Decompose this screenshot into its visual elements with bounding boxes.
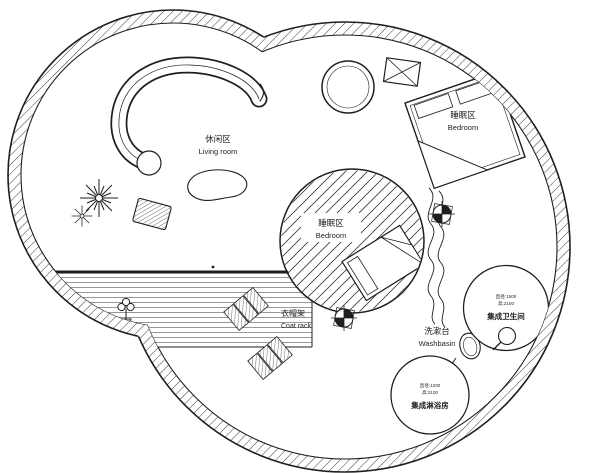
bedroom-upper-area: 睡眠区 Bedroom (404, 70, 526, 190)
small-plant-icon (71, 205, 93, 227)
washbasin-label-en: Washbasin (419, 339, 456, 348)
bathroom-spec-2: 高:2100 (498, 300, 515, 307)
bed-center-icon (341, 224, 423, 302)
sofa-arm-curl (259, 83, 265, 102)
door-dot (211, 265, 215, 269)
blanket-fold (417, 140, 489, 189)
deck-plant-leaf (117, 302, 126, 312)
living-room-area: 休闲区 Living room (71, 56, 268, 231)
bathroom-pod-label: 集成卫生间 (486, 311, 525, 321)
shower-spec-1: 直径:1200 (420, 382, 441, 388)
shower-pod: 直径:1200 高:2100 集成淋浴房 (390, 355, 470, 435)
deck-plant-leaf (121, 297, 131, 307)
skylight-x-icon (382, 57, 422, 87)
plant-icon (80, 179, 118, 217)
round-table-icon (321, 60, 375, 114)
coat-rack-icon (223, 287, 269, 331)
coat-rack-label-zh: 衣帽架 (281, 308, 305, 318)
coat-rack-label-en: Coat rack (281, 323, 311, 330)
bedroom-upper-label-en: Bedroom (448, 123, 478, 132)
bedroom-upper-label-zh: 睡眠区 (450, 110, 476, 120)
bedroom-center-label-zh: 睡眠区 (318, 218, 344, 228)
bathroom-spec-1: 直径:1500 (496, 293, 517, 299)
label-backing (301, 213, 361, 242)
deck-plant-leaf (126, 302, 135, 312)
pillow-icon (413, 92, 454, 119)
sofa-end-table-icon (136, 150, 162, 176)
column-marker-icon (331, 305, 357, 331)
bedroom-center-area: 睡眠区 Bedroom (279, 168, 425, 314)
blanket-fold (380, 236, 423, 265)
washbasin-icon (459, 332, 481, 360)
pillow-icon (346, 255, 379, 296)
coat-rack-icon (247, 336, 293, 380)
sofa-icon (110, 56, 268, 172)
round-fixture-icon (492, 326, 517, 351)
column-marker-icon (429, 201, 455, 227)
shower-pod-label: 集成淋浴房 (410, 400, 449, 410)
living-room-label-zh: 休闲区 (205, 134, 231, 144)
coat-rack-area: 衣帽架 Coat rack (223, 287, 311, 380)
living-room-label-en: Living room (199, 147, 238, 156)
bed-upper-icon (404, 70, 526, 190)
washbasin-label-zh: 洗漱台 (424, 326, 450, 336)
bathroom-pod: 直径:1500 高:2100 集成卫生间 (462, 264, 550, 352)
coffee-table-icon (187, 169, 248, 201)
shower-spec-2: 高:2100 (422, 389, 439, 396)
bathroom-pod-circle (462, 264, 550, 352)
floor-mat-icon (132, 197, 172, 231)
bedroom-center-label-en: Bedroom (316, 231, 346, 240)
shower-pod-circle (390, 355, 470, 435)
